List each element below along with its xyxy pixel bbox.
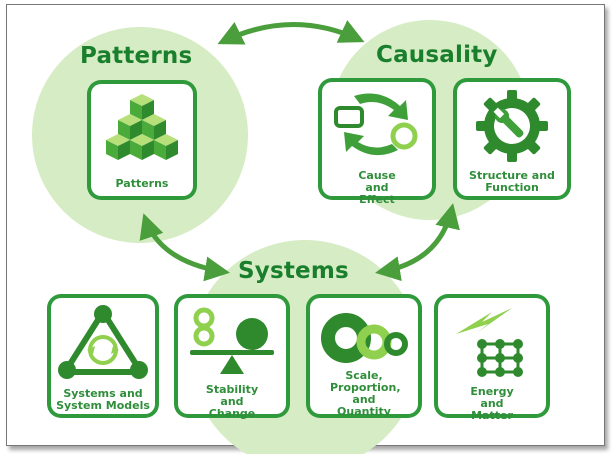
arrow-patterns-causality	[217, 20, 365, 45]
balance-icon	[190, 307, 274, 374]
arrow-patterns-systems	[139, 213, 230, 282]
card-systems-models: Systems and System Models	[47, 294, 159, 418]
gear-wrench-icon	[476, 90, 548, 162]
card-label-stability-change: Stability and Change	[205, 383, 259, 420]
card-label-systems-models: Systems and System Models	[56, 387, 150, 412]
card-label-patterns: Patterns	[115, 177, 169, 190]
heading-causality: Causality	[376, 42, 498, 68]
heading-systems: Systems	[238, 258, 349, 284]
card-label-energy-matter: Energy and Matter	[470, 385, 514, 422]
card-label-scale: Scale, Proportion, and Quantity	[330, 369, 401, 418]
triangle-cycle-icon	[58, 305, 148, 379]
card-cause-effect: Cause and Effect	[318, 78, 436, 206]
card-energy-matter: Energy and Matter	[434, 294, 550, 422]
card-structure-function: Structure and Function	[453, 78, 571, 200]
card-label-cause-effect: Cause and Effect	[358, 169, 396, 206]
cycle-icon	[334, 93, 418, 156]
heading-patterns: Patterns	[80, 43, 193, 69]
card-scale: Scale, Proportion, and Quantity	[306, 294, 422, 418]
card-label-structure-function: Structure and Function	[469, 169, 555, 194]
rings-icon	[321, 313, 408, 363]
lattice-icon	[456, 308, 523, 377]
cubes-icon	[106, 94, 178, 160]
arrow-causality-systems	[375, 203, 460, 282]
card-patterns: Patterns	[87, 80, 197, 200]
card-stability-change: Stability and Change	[174, 294, 290, 420]
